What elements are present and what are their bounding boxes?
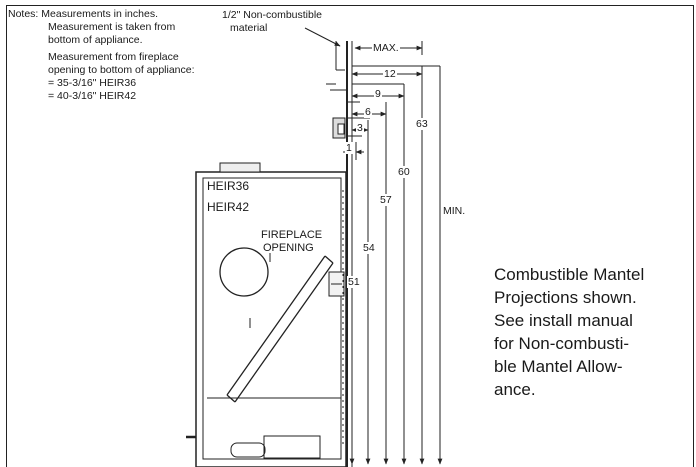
side-note-line: for Non-combusti-	[494, 334, 630, 353]
dim-label-max: MAX.	[372, 42, 400, 54]
dim-label-60: 60	[397, 166, 411, 178]
side-note-line: ance.	[494, 380, 536, 399]
dim-label-3: 3	[356, 122, 364, 134]
dim-label-51: 51	[347, 276, 361, 288]
fireplace-opening-label: OPENING	[263, 242, 314, 254]
notes-title: Notes: Measurements in inches.	[8, 8, 158, 20]
dim-label-min: MIN.	[442, 205, 467, 217]
dim-label-9: 9	[374, 88, 382, 100]
notes-line: bottom of appliance.	[48, 34, 143, 46]
dim-label-1: 1	[345, 142, 353, 154]
side-note-line: ble Mantel Allow-	[494, 357, 623, 376]
material-label: material	[230, 22, 268, 34]
material-leader	[304, 27, 341, 47]
notes-line: = 35-3/16" HEIR36	[48, 77, 137, 89]
notes-line: Measurement from fireplace	[48, 51, 179, 63]
dim-label-63: 63	[415, 118, 429, 130]
side-note: Combustible Mantel Projections shown. Se…	[494, 263, 694, 401]
notes-line: Measurement is taken from	[48, 21, 176, 33]
model-label: HEIR36	[207, 179, 250, 193]
vertical-dimension-lines	[349, 66, 443, 465]
notes-line: opening to bottom of appliance:	[48, 64, 195, 76]
horizontal-dimension-lines	[343, 41, 440, 160]
fireplace-opening-label: FIREPLACE	[261, 229, 323, 241]
side-note-line: Projections shown.	[494, 288, 637, 307]
mantel-profile	[326, 83, 370, 139]
material-label: 1/2" Non-combustible	[222, 9, 323, 21]
wall	[335, 41, 353, 467]
dim-label-54: 54	[362, 242, 376, 254]
fireplace-unit	[186, 162, 347, 467]
dim-label-6: 6	[364, 106, 372, 118]
side-note-line: See install manual	[494, 311, 633, 330]
diagram-frame	[6, 5, 694, 467]
dim-label-57: 57	[379, 194, 393, 206]
notes-line: = 40-3/16" HEIR42	[48, 90, 137, 102]
dim-label-12: 12	[383, 68, 397, 80]
side-note-line: Combustible Mantel	[494, 265, 645, 284]
model-label: HEIR42	[207, 200, 250, 214]
